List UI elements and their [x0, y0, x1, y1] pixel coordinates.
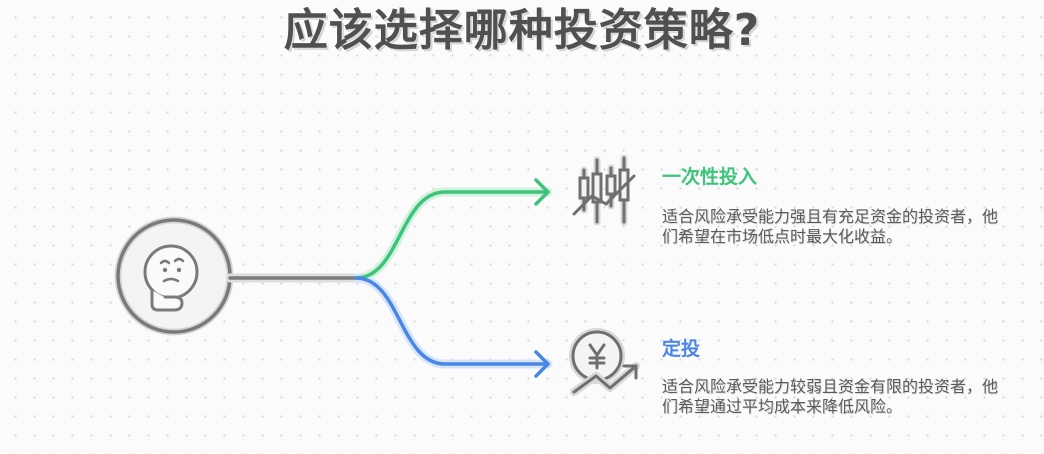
- diagram-title: 应该选择哪种投资策略?: [283, 5, 761, 56]
- option-title-lump-sum: 一次性投入: [662, 166, 758, 188]
- yen-growth-icon: [569, 328, 640, 396]
- option-desc-lump-sum: 适合风险承受能力强且有充足资金的投资者，他们希望在市场低点时最大化收益。: [662, 207, 999, 246]
- green-arrowhead: [534, 178, 550, 206]
- candlestick-chart-icon: [572, 154, 636, 226]
- option-desc-dca: 适合风险承受能力较弱且资金有限的投资者，他们希望通过平均成本来降低风险。: [662, 377, 999, 416]
- thinking-face-icon: [114, 216, 234, 336]
- blue-arrowhead: [534, 350, 550, 378]
- connector-lines: [225, 178, 553, 378]
- option-title-dca: 定投: [662, 338, 701, 360]
